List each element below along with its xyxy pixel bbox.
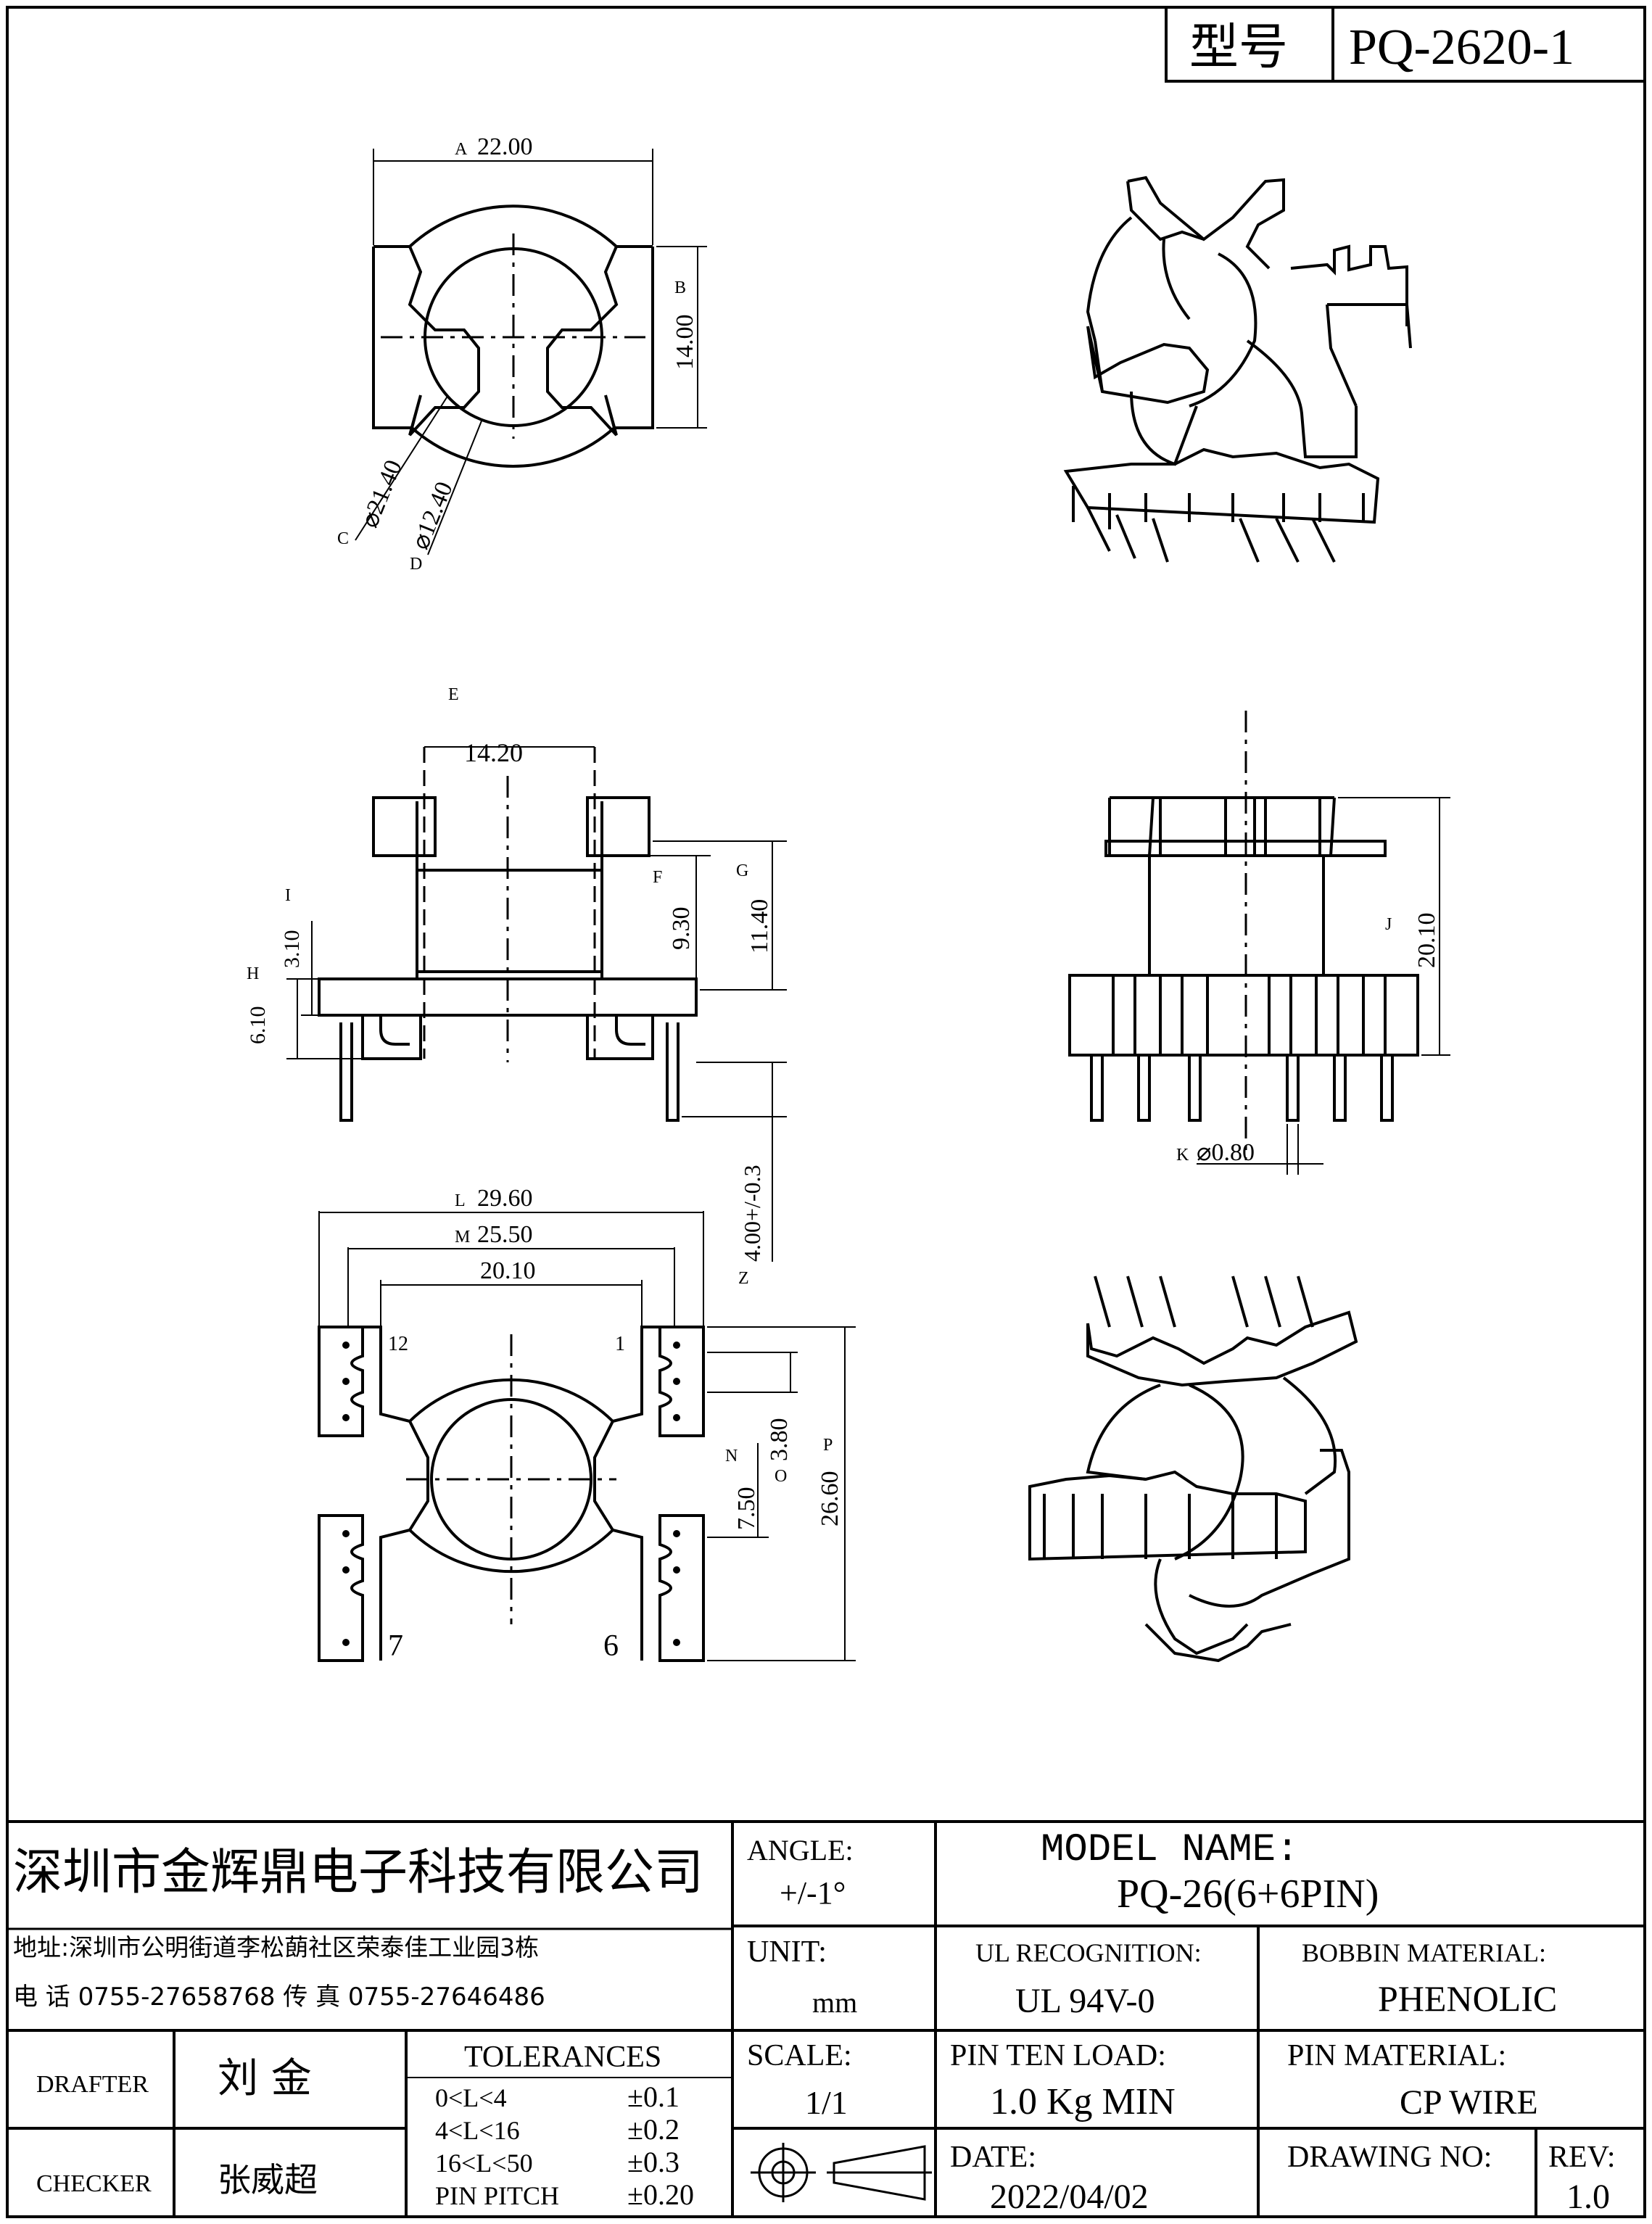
drafter-value: 刘 金	[218, 2055, 312, 2102]
label-a: A	[455, 140, 468, 159]
top-view	[355, 149, 707, 555]
label-g: G	[736, 861, 748, 880]
dim-l-value: 29.60	[477, 1185, 533, 1212]
dim-o-value: 7.50	[733, 1487, 760, 1531]
label-k: K	[1176, 1146, 1189, 1165]
label-z: Z	[738, 1269, 749, 1288]
tol-range-1: 0<L<4	[435, 2083, 507, 2112]
tol-range-2: 4<L<16	[435, 2116, 520, 2145]
label-m: M	[455, 1228, 470, 1247]
date-label: DATE:	[950, 2141, 1036, 2174]
bottom-view-pins	[342, 1342, 680, 1646]
model-label: 型号	[1189, 19, 1288, 76]
label-l: L	[455, 1191, 466, 1210]
tol-value-3: ±0.3	[627, 2146, 680, 2178]
pin-1-label: 1	[615, 1333, 625, 1355]
title-block-grid	[7, 1820, 1645, 2217]
dim-p-value: 26.60	[817, 1471, 843, 1527]
dim-z-value: 4.00+/-0.3	[739, 1165, 765, 1262]
label-n: N	[725, 1447, 738, 1466]
label-j: J	[1385, 915, 1392, 934]
dim-b-value: 14.00	[672, 315, 698, 371]
scale-label: SCALE:	[747, 2039, 852, 2072]
dim-h-value: 6.10	[246, 1006, 270, 1045]
rev-value: 1.0	[1566, 2178, 1610, 2216]
drawing-no-label: DRAWING NO:	[1287, 2141, 1492, 2174]
tolerances-label: TOLERANCES	[464, 2041, 661, 2074]
drawing-border	[6, 6, 1646, 2218]
checker-value: 张威超	[218, 2160, 318, 2199]
label-c: C	[337, 529, 349, 548]
date-value: 2022/04/02	[990, 2178, 1149, 2216]
company-name: 深圳市金辉鼎电子科技有限公司	[13, 1844, 703, 1901]
checker-label: CHECKER	[36, 2170, 152, 2197]
dim-k-value: ⌀0.80	[1197, 1139, 1255, 1166]
label-f: F	[653, 868, 662, 887]
projection-symbol-icon	[751, 2143, 932, 2202]
unit-value: mm	[812, 1986, 857, 2019]
bobbin-label: BOBBIN MATERIAL:	[1302, 1938, 1546, 1967]
dim-g-value: 11.40	[746, 899, 773, 954]
model-box	[1165, 7, 1645, 83]
dim-d-value: ⌀12.40	[407, 478, 458, 553]
tol-range-3: 16<L<50	[435, 2149, 533, 2178]
company-address: 地址:深圳市公明街道李松蓢社区荣泰佳工业园3栋	[13, 1933, 539, 1961]
pin-6-label: 6	[603, 1629, 619, 1663]
rev-label: REV:	[1548, 2141, 1616, 2174]
tol-value-2: ±0.2	[627, 2113, 680, 2146]
dim-e-value: 14.20	[464, 738, 523, 767]
bottom-view	[318, 1211, 856, 1662]
front-view	[286, 746, 787, 1262]
pin-material-value: CP WIRE	[1400, 2083, 1538, 2122]
pin-ten-label: PIN TEN LOAD:	[950, 2039, 1166, 2072]
pin-7-label: 7	[388, 1629, 403, 1663]
dim-m-value: 25.50	[477, 1221, 533, 1248]
angle-value: +/-1°	[780, 1875, 846, 1911]
ul-label: UL RECOGNITION:	[975, 1938, 1202, 1967]
isometric-view-top	[1063, 175, 1412, 563]
pin-12-label: 12	[388, 1333, 408, 1355]
label-p: P	[823, 1436, 833, 1455]
ul-value: UL 94V-0	[1015, 1982, 1155, 2020]
label-d: D	[410, 555, 422, 574]
tol-value-4: ±0.20	[627, 2178, 694, 2211]
pin-material-label: PIN MATERIAL:	[1287, 2039, 1506, 2072]
dim-a-value: 22.00	[477, 133, 533, 160]
dim-i-value: 3.10	[280, 930, 304, 969]
tol-value-1: ±0.1	[627, 2080, 680, 2113]
bobbin-value: PHENOLIC	[1378, 1978, 1557, 2019]
dim-w-value: 20.10	[480, 1257, 536, 1284]
isometric-view-bottom	[1028, 1276, 1358, 1663]
angle-label: ANGLE:	[747, 1834, 854, 1867]
tol-range-4: PIN PITCH	[435, 2181, 559, 2210]
model-name-value: PQ-26(6+6PIN)	[1117, 1872, 1379, 1917]
company-phone: 电 话 0755-27658768 传 真 0755-27646486	[13, 1983, 545, 2012]
model-name-label: MODEL NAME:	[1041, 1828, 1299, 1872]
dim-j-value: 20.10	[1413, 913, 1440, 969]
drafter-label: DRAFTER	[36, 2071, 149, 2098]
dim-c-value: ⌀21.40	[356, 456, 408, 532]
label-b: B	[674, 278, 686, 297]
label-o: O	[775, 1467, 787, 1486]
label-h: H	[247, 964, 259, 983]
side-view	[1068, 711, 1450, 1175]
label-i: I	[285, 886, 291, 905]
label-e: E	[448, 685, 459, 704]
dim-f-value: 9.30	[668, 907, 695, 951]
unit-label: UNIT:	[747, 1935, 827, 1969]
scale-value: 1/1	[805, 2084, 848, 2121]
pin-ten-value: 1.0 Kg MIN	[990, 2081, 1176, 2122]
model-value: PQ-2620-1	[1349, 20, 1574, 75]
dim-n-value: 3.80	[766, 1418, 793, 1462]
